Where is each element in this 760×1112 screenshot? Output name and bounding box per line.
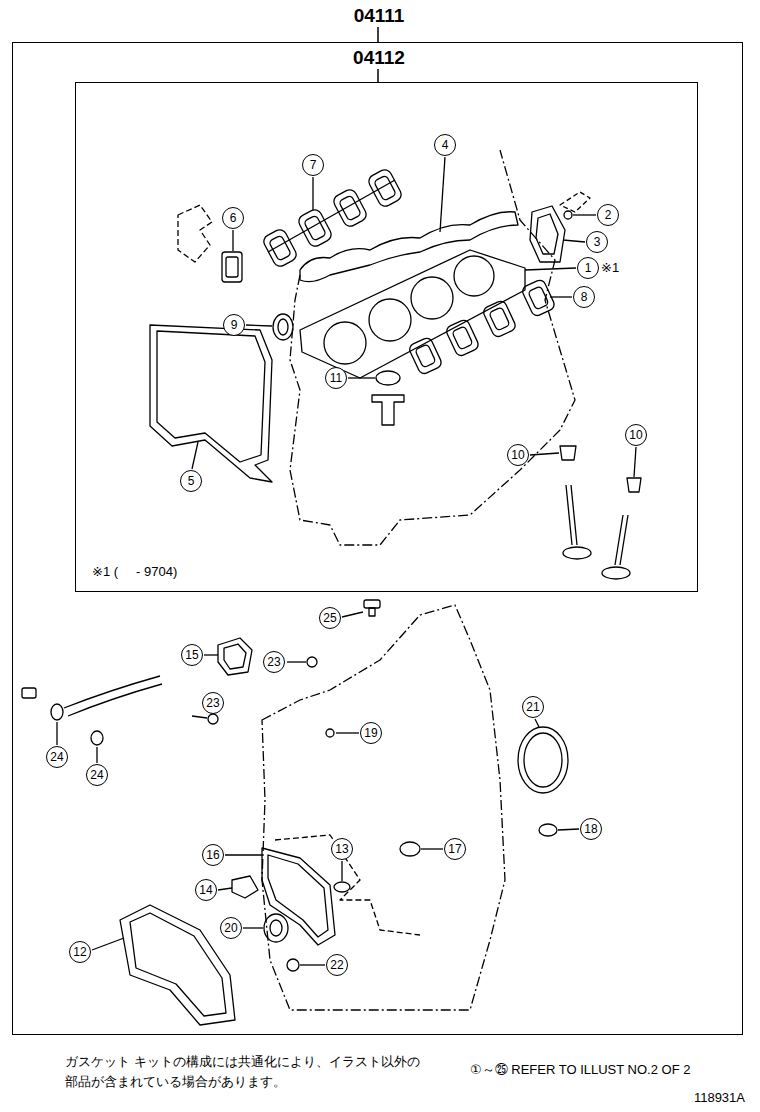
callout-number: 23 [202,692,224,714]
callout-number: 23 [263,651,285,673]
kit-frame: 0411104112 [12,42,743,1035]
callout-number: 24 [46,746,68,768]
note-text: ※1 [601,259,619,277]
callout-number: 19 [360,722,382,744]
callout-number: 7 [302,154,324,176]
callout-number: 10 [507,444,529,466]
callout-number: 18 [580,818,602,840]
callout-number: 8 [573,286,595,308]
callout-number: 22 [326,954,348,976]
callout-number: 2 [597,204,619,226]
callout-number: 4 [434,134,456,156]
callout-number: 9 [223,314,245,336]
callout-number: 16 [202,844,224,866]
kit-number: 04111 [351,5,408,27]
callout-number: 15 [181,644,203,666]
callout-number: 1 [577,257,599,279]
callout-number: 17 [444,838,466,860]
callout-number: 25 [319,607,341,629]
callout-number: 6 [222,207,244,229]
callout-number: 12 [69,941,91,963]
callout-number: 24 [86,764,108,786]
kit-note: ガスケット キットの構成には共通化により、イラスト以外の 部品が含まれている場合… [65,1052,431,1092]
sub-kit-frame: 04112 [75,82,698,592]
callout-number: 20 [220,917,242,939]
callout-number: 14 [195,879,217,901]
callout-number: 21 [522,696,544,718]
kit-number: 04112 [350,47,408,69]
callout-number: 11 [325,367,347,389]
callout-number: 5 [180,470,202,492]
callout-number: 13 [331,838,353,860]
callout-number: 10 [625,424,647,446]
drawing-number: 118931A [694,1089,745,1107]
note-text: ①～㉕ REFER TO ILLUST NO.2 OF 2 [470,1061,690,1079]
note-text: ※1 ( - 9704) [92,563,177,581]
callout-number: 3 [586,231,608,253]
